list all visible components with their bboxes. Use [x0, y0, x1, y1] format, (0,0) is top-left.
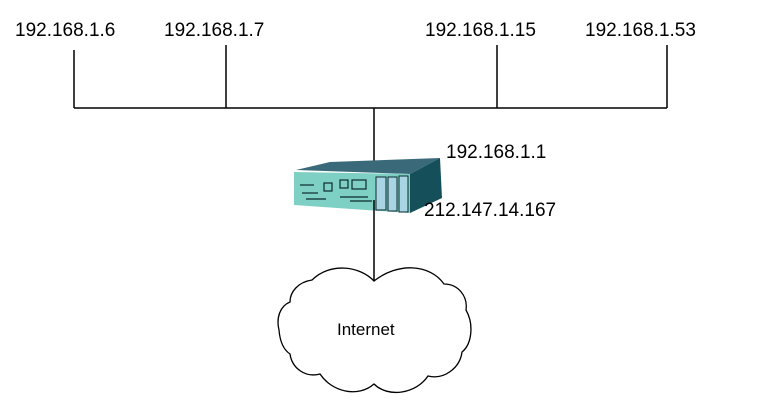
host-4-ip-label: 192.168.1.53 [585, 20, 696, 41]
router-lan-ip-label: 192.168.1.1 [446, 142, 547, 163]
router-bay-2 [387, 176, 398, 212]
host-1-ip-label: 192.168.1.6 [15, 20, 116, 41]
router-wan-ip-label: 212.147.14.167 [424, 200, 557, 221]
cloud-icon[interactable] [277, 267, 472, 394]
host-3-ip-label: 192.168.1.15 [425, 20, 536, 41]
cloud-label: Internet [337, 320, 395, 339]
host-2-ip-label: 192.168.1.7 [164, 20, 265, 41]
router-side-face [410, 158, 442, 213]
router-top-face [296, 158, 440, 174]
router-bay-1 [375, 176, 387, 211]
router-bay-3 [398, 175, 409, 213]
router-icon[interactable] [294, 158, 442, 213]
router-ports [300, 179, 372, 202]
